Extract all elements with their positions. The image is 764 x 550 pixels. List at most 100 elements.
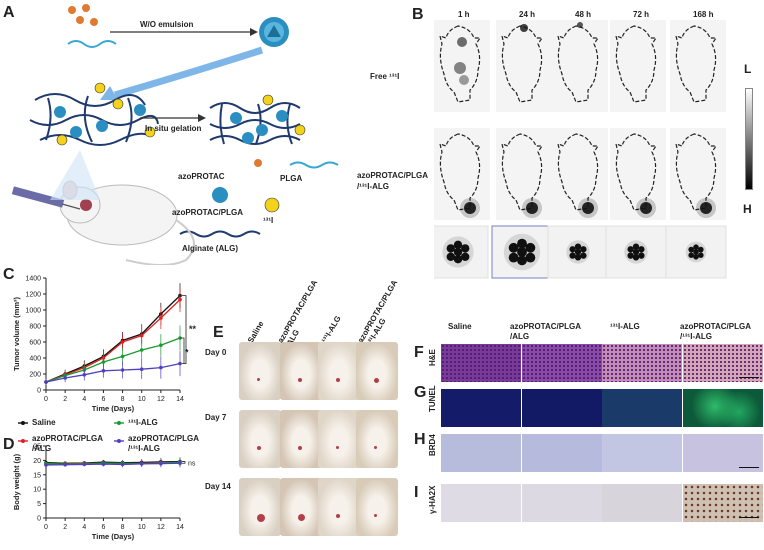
alginate-network-right [209,102,301,145]
x-tick-label: 12 [157,524,165,531]
histology-image [441,389,521,427]
data-point [159,343,163,347]
mouse-photo [356,410,398,468]
azoprotac-legend-icon [254,159,262,167]
hist-col-azo-1: azoPROTAC/PLGA [510,322,581,331]
alginate-network-left [29,93,159,146]
histology-image [441,344,521,382]
tumor-spot [374,378,379,383]
mouse-photo [239,478,281,536]
azoplga-label: azoPROTAC/PLGA [172,208,243,217]
spect-zoom [547,225,609,279]
spect-zoom [665,225,727,279]
tumor-spot [257,446,261,450]
significance-double: ** [189,324,197,334]
histology-image [683,434,763,472]
data-point [63,462,67,467]
stain-label-brd4: BRD4 [428,434,437,456]
histology-image [522,344,602,382]
spect-combo [496,128,552,220]
spect-combo [552,128,608,220]
data-point [63,376,67,380]
y-tick-label: 1400 [25,276,41,283]
x-tick-label: 8 [121,524,125,531]
y-tick-label: 15 [33,472,41,479]
histology-image [522,434,602,472]
alginate-legend-icon [179,230,261,238]
mouse-photo [356,478,398,536]
legend-azo-1: azoPROTAC/PLGA [32,434,103,443]
x-tick-label: 0 [44,524,48,531]
panel-letter-g: G [414,384,427,401]
tumor-spot [257,514,265,522]
iodine-legend-icon [264,197,280,213]
y-tick-label: 20 [33,458,41,465]
panel-letter-f: F [414,344,424,361]
y-tick-label: 400 [29,356,41,363]
data-point [159,365,163,370]
y-axis-label: Body weight (g) [12,453,21,510]
data-point [44,463,48,467]
data-point [178,361,182,366]
tumor-spot [298,514,305,521]
significance-ns: ns [188,461,196,468]
data-point [159,316,163,320]
scale-bar [739,376,759,378]
hist-col-i131: ¹³¹I-ALG [610,322,640,331]
y-tick-label: 10 [33,487,41,494]
data-point [82,373,87,377]
mouse-photo [239,342,281,400]
mouse-photo [318,478,360,536]
tumor-spot [257,378,260,381]
time-label: 72 h [633,10,650,19]
data-point [178,297,182,302]
azoprotac-label: azoPROTAC [178,172,225,181]
data-point [178,461,182,466]
mouse-photo [318,410,360,468]
data-point [139,348,144,352]
spect-zoom [491,225,553,279]
spect-free-iodine [552,20,608,112]
x-axis-label: Time (Days) [92,404,135,413]
legend-combo-1: azoPROTAC/PLGA [128,434,199,443]
histology-image [683,484,763,522]
y-tick-label: 0 [37,388,41,395]
histology-image [441,484,521,522]
data-point [120,340,125,344]
row-label-combo-1: azoPROTAC/PLGA [357,171,428,180]
mouse-photo [318,342,360,400]
x-tick-label: 6 [101,524,105,531]
y-tick-label: 200 [29,372,41,379]
histology-image [602,389,682,427]
time-label: 168 h [693,10,714,19]
y-tick-label: 800 [29,324,41,331]
legend-saline: Saline [32,418,56,427]
scale-low-label: L [744,62,752,76]
data-point [101,369,106,373]
photo-group-label: ¹³¹I-ALG [320,314,343,345]
hist-col-combo-1: azoPROTAC/PLGA [680,322,751,331]
spect-combo [434,128,490,220]
plga-legend-icon [289,161,339,169]
histology-image [602,484,682,522]
tumor-spot [298,446,302,450]
series-line [45,295,181,383]
tumor-spot [298,378,302,382]
panel-letter-d: D [3,436,15,453]
scale-bar [739,516,759,518]
x-tick-label: 4 [82,396,86,403]
spect-combo [670,128,726,220]
y-axis-label: Tumor volume (mm³) [12,296,21,371]
curved-arrow [114,46,264,99]
mouse-photo [280,478,322,536]
x-tick-label: 10 [138,524,146,531]
stain-label-gh2ax: γ-HA2X [428,485,437,514]
spect-free-iodine [670,20,726,112]
x-tick-label: 0 [44,396,48,403]
time-label: 1 h [458,10,470,19]
data-point [82,462,87,467]
x-axis-label: Time (Days) [92,532,135,541]
spect-free-iodine [610,20,666,112]
plga-label: PLGA [280,174,303,183]
